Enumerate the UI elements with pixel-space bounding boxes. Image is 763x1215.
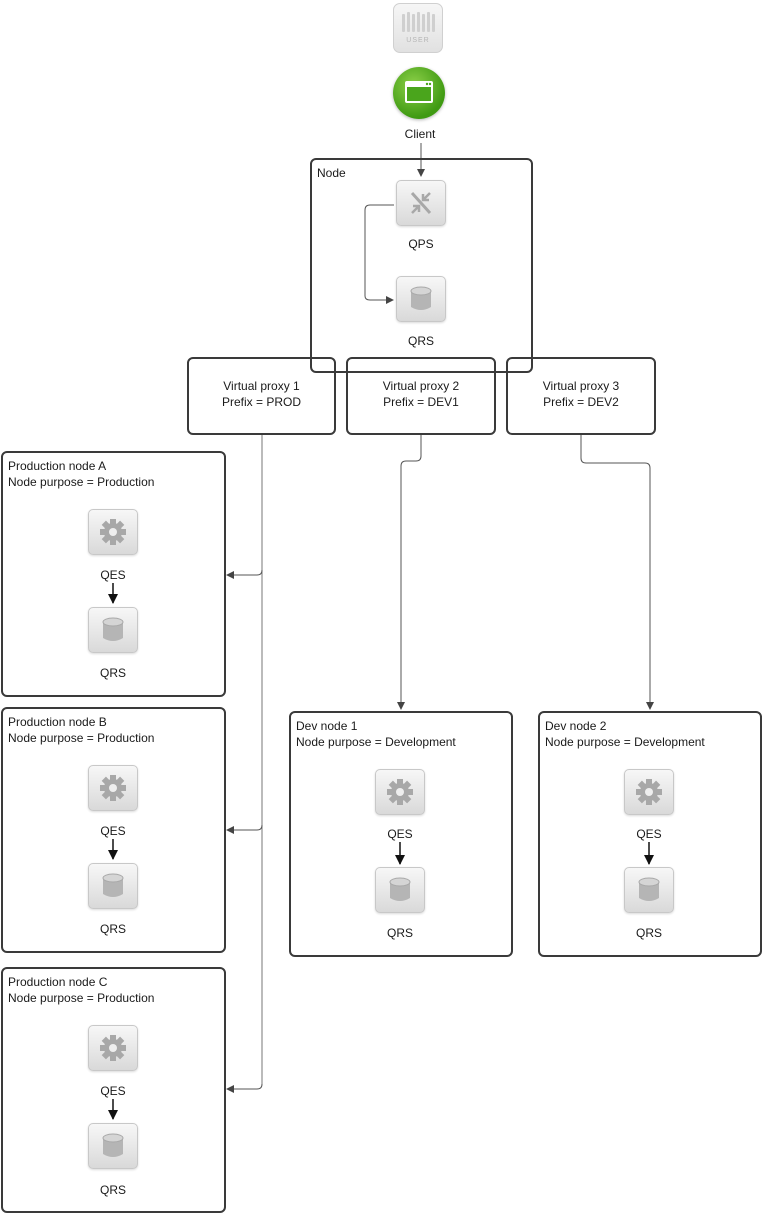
database-icon xyxy=(88,1123,138,1169)
central-node-title: Node xyxy=(317,166,346,180)
prod-a-qes-glyph xyxy=(100,519,126,545)
central-qrs-label: QRS xyxy=(407,334,434,348)
production-node-c-box: Production node C Node purpose = Product… xyxy=(1,967,226,1213)
prod-a-qrs-label: QRS xyxy=(99,666,126,680)
prod-a-qes-label: QES xyxy=(100,568,126,582)
production-node-a-purpose: Node purpose = Production xyxy=(8,475,155,489)
dev2-qrs-glyph xyxy=(638,877,660,901)
dev-node-1-title: Dev node 1 xyxy=(296,719,358,733)
gear-icon xyxy=(624,769,674,815)
prod-b-qes-glyph xyxy=(100,775,126,801)
database-icon xyxy=(88,863,138,909)
virtual-proxy-3-name: Virtual proxy 3 xyxy=(542,379,620,393)
gear-icon xyxy=(88,1025,138,1071)
arrows-inward-icon xyxy=(396,180,446,226)
virtual-proxy-1-prefix: Prefix = PROD xyxy=(221,395,302,409)
prod-a-qrs-glyph xyxy=(102,617,124,641)
production-node-b-title: Production node B xyxy=(8,715,107,729)
dev2-qes-glyph xyxy=(636,779,662,805)
prod-c-qes-glyph xyxy=(100,1035,126,1061)
production-node-b-box: Production node B Node purpose = Product… xyxy=(1,707,226,953)
dev-node-2-title: Dev node 2 xyxy=(545,719,607,733)
database-icon xyxy=(396,276,446,322)
production-node-a-title: Production node A xyxy=(8,459,107,473)
dev-node-2-box: Dev node 2 Node purpose = Development xyxy=(538,711,762,957)
dev-node-1-purpose: Node purpose = Development xyxy=(296,735,456,749)
prod-b-qes-label: QES xyxy=(100,824,126,838)
dev1-qrs-label: QRS xyxy=(386,926,413,940)
window-graphic xyxy=(405,81,433,103)
database-icon xyxy=(88,607,138,653)
qps-to-qrs-connector xyxy=(364,204,394,304)
gear-icon xyxy=(375,769,425,815)
database-icon xyxy=(375,867,425,913)
production-node-c-purpose: Node purpose = Production xyxy=(8,991,155,1005)
prod-b-qrs-glyph xyxy=(102,873,124,897)
vp1-to-prod-c-connector xyxy=(226,1083,263,1093)
virtual-proxy-2-name: Virtual proxy 2 xyxy=(382,379,460,393)
dev2-qrs-label: QRS xyxy=(635,926,662,940)
virtual-proxy-1-box: Virtual proxy 1 Prefix = PROD xyxy=(187,357,336,435)
dev1-qrs-glyph xyxy=(389,877,411,901)
dev2-qes-label: QES xyxy=(636,827,662,841)
prod-b-qrs-label: QRS xyxy=(99,922,126,936)
dev-node-2-purpose: Node purpose = Development xyxy=(545,735,705,749)
database-icon xyxy=(624,867,674,913)
dev1-qes-glyph xyxy=(387,779,413,805)
gear-icon xyxy=(88,765,138,811)
virtual-proxy-2-box: Virtual proxy 2 Prefix = DEV1 xyxy=(346,357,496,435)
production-node-b-purpose: Node purpose = Production xyxy=(8,731,155,745)
dev1-qes-label: QES xyxy=(387,827,413,841)
prod-c-qrs-label: QRS xyxy=(99,1183,126,1197)
central-node-box: Node xyxy=(310,158,533,373)
virtual-proxy-2-prefix: Prefix = DEV1 xyxy=(383,395,459,409)
user-figures-graphic xyxy=(402,12,435,32)
gear-icon xyxy=(88,509,138,555)
vp3-to-dev2-connector xyxy=(580,435,654,710)
dev-node-1-box: Dev node 1 Node purpose = Development xyxy=(289,711,513,957)
vp1-to-prod-a-connector xyxy=(226,569,263,579)
browser-window-icon xyxy=(393,67,445,119)
vp1-to-prod-b-connector xyxy=(226,824,263,834)
vp2-to-dev1-connector xyxy=(397,435,422,710)
virtual-proxy-1-name: Virtual proxy 1 xyxy=(223,379,300,393)
virtual-proxy-3-box: Virtual proxy 3 Prefix = DEV2 xyxy=(506,357,656,435)
prod-c-qrs-glyph xyxy=(102,1133,124,1157)
user-label: USER xyxy=(406,37,430,44)
central-qrs-glyph xyxy=(410,286,432,310)
user-icon: USER xyxy=(393,3,443,53)
client-label: Client xyxy=(404,127,436,141)
qps-label: QPS xyxy=(408,237,434,251)
virtual-proxy-3-prefix: Prefix = DEV2 xyxy=(543,395,619,409)
production-node-c-title: Production node C xyxy=(8,975,108,989)
production-node-a-box: Production node A Node purpose = Product… xyxy=(1,451,226,697)
qps-glyph xyxy=(410,191,432,215)
prod-c-qes-label: QES xyxy=(100,1084,126,1098)
